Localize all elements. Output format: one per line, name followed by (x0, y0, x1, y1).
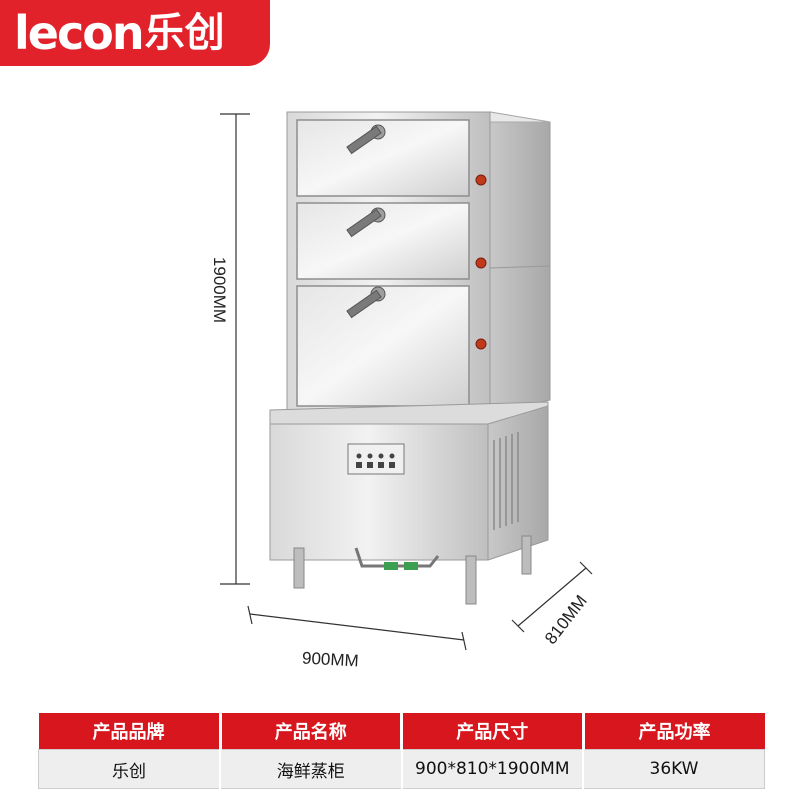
width-dimension-line (247, 605, 467, 651)
depth-dimension-line (511, 561, 593, 633)
brand-logo-latin: lecon (14, 6, 145, 60)
product-image (220, 111, 593, 651)
table-row: 乐创 海鲜蒸柜 900*810*1900MM 36KW (38, 749, 765, 789)
header-power: 产品功率 (583, 713, 765, 750)
cell-name: 海鲜蒸柜 (220, 749, 403, 789)
brand-logo-cjk: 乐创 (144, 10, 225, 56)
cell-power: 36KW (583, 749, 765, 789)
header-brand: 产品品牌 (38, 713, 222, 750)
header-name: 产品名称 (220, 713, 403, 750)
brand-logo: lecon 乐创 (0, 0, 270, 66)
spec-table: 产品品牌 产品名称 产品尺寸 产品功率 乐创 海鲜蒸柜 900*810*1900… (38, 713, 765, 789)
spec-table-header-row: 产品品牌 产品名称 产品尺寸 产品功率 (38, 713, 765, 750)
height-label: 1900MM (210, 256, 230, 324)
height-dimension-line (220, 113, 250, 585)
cell-brand: 乐创 (38, 749, 221, 789)
header-size: 产品尺寸 (401, 713, 585, 750)
cell-size: 900*810*1900MM (401, 749, 584, 789)
width-label: 900MM (301, 648, 360, 671)
